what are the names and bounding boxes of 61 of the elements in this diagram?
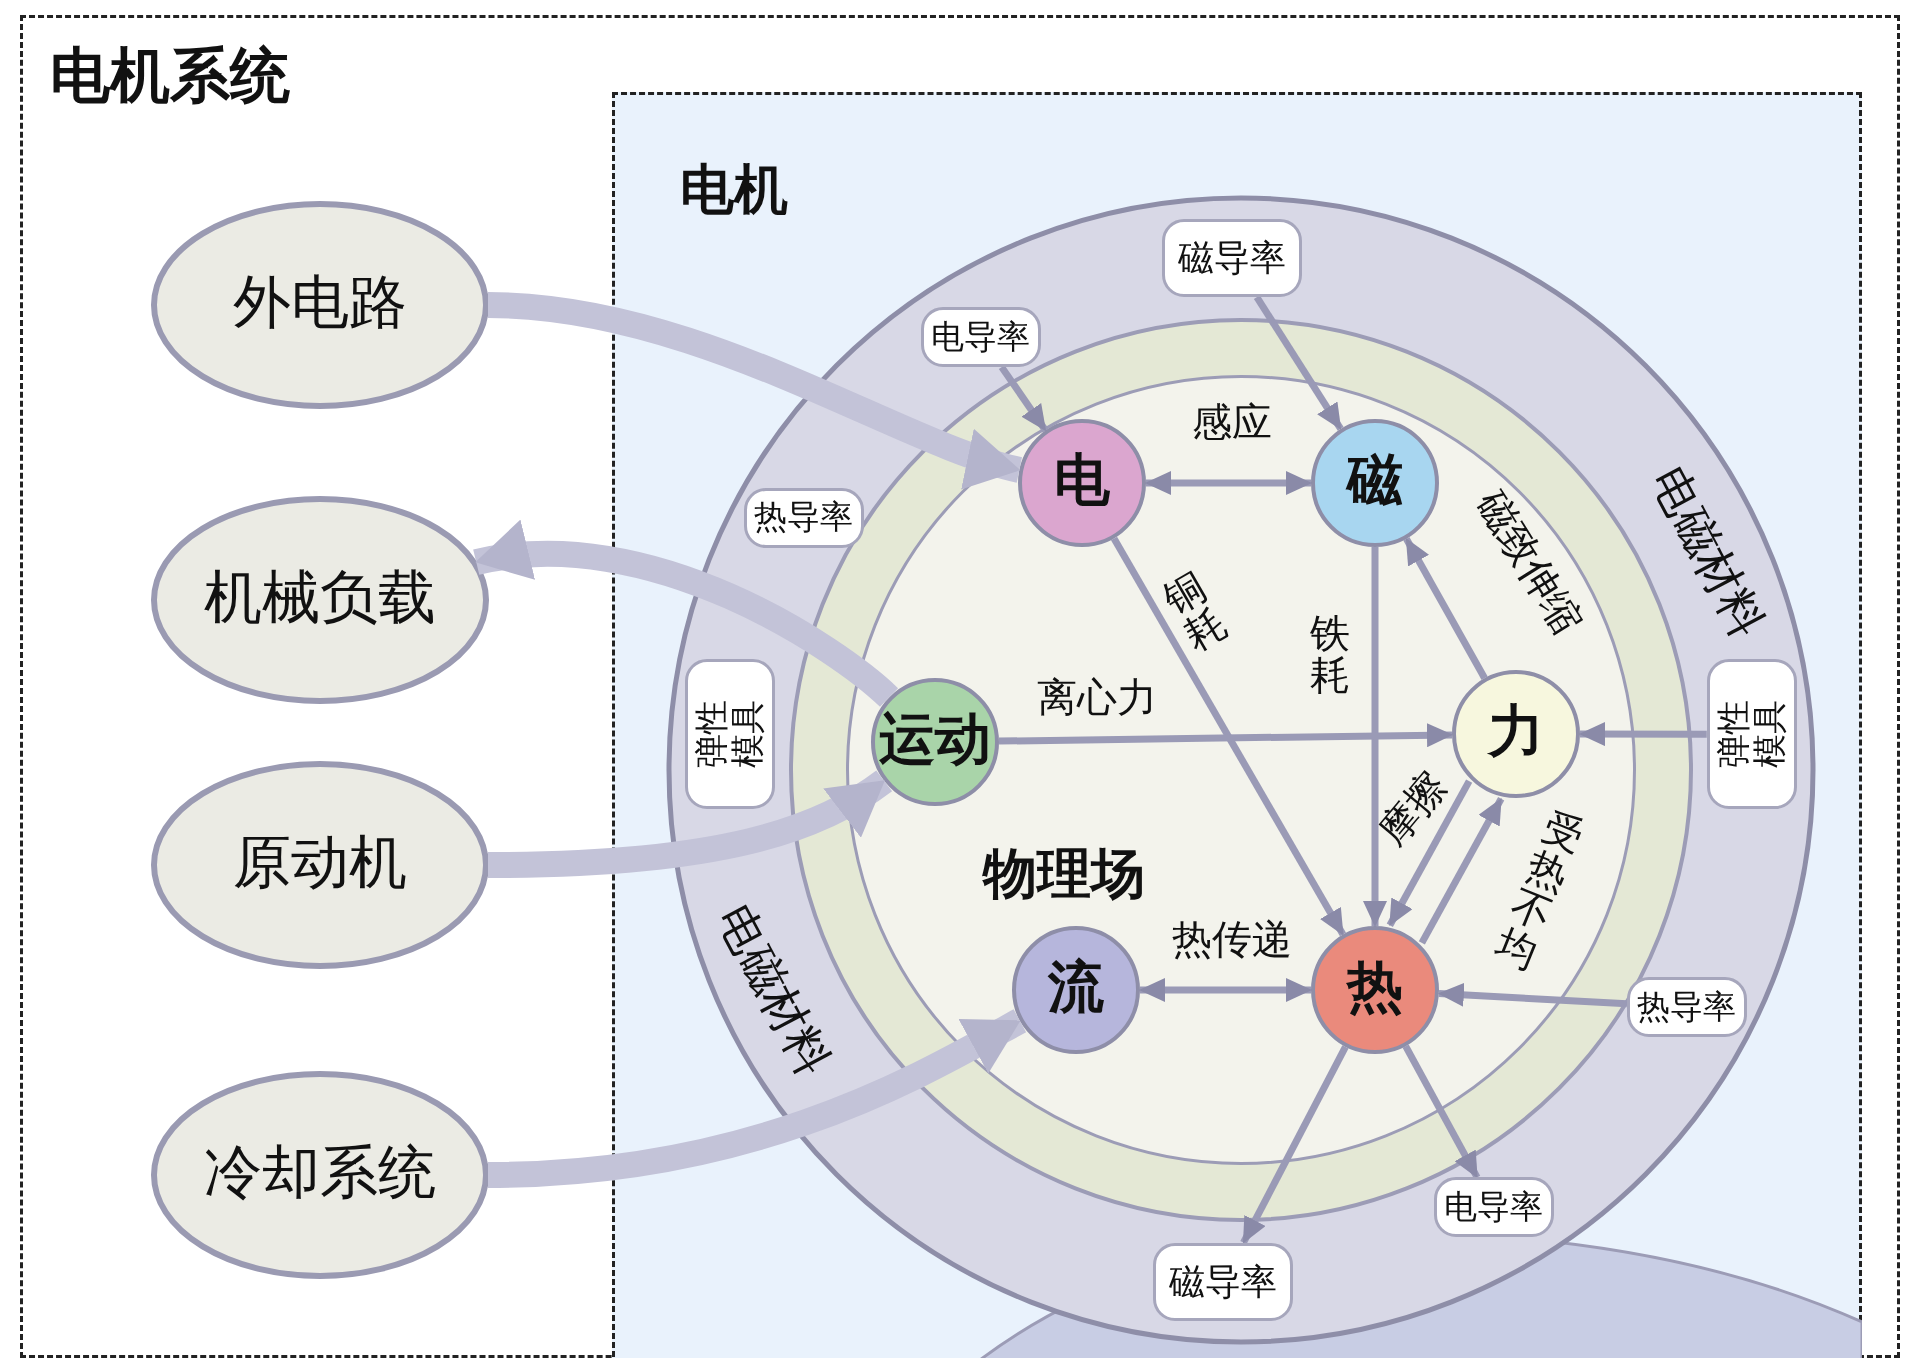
edge-label: 热传递 — [1172, 918, 1292, 960]
node-label: 运动 — [878, 708, 992, 770]
system-ellipse — [150, 1070, 490, 1280]
node-label: 冷却系统 — [203, 1141, 437, 1205]
arrow — [1402, 1044, 1481, 1179]
panel-title: 电机 — [680, 160, 788, 220]
property-label: 磁导率 — [1169, 1262, 1278, 1301]
arrow — [1418, 797, 1505, 945]
arrow — [1386, 779, 1473, 927]
motor-panel — [612, 92, 1862, 1358]
flow-arrow — [474, 523, 898, 708]
ring-label: 电磁材料 — [1642, 458, 1774, 646]
property-tag — [920, 307, 1041, 368]
flow-arrow — [487, 292, 1023, 487]
edge-label: 受热不均 — [1489, 804, 1591, 976]
edge-label: 感应 — [1192, 401, 1272, 443]
arrow — [1111, 536, 1346, 937]
arrow — [998, 723, 1453, 748]
node-label: 原动机 — [232, 831, 408, 895]
property-tag — [1433, 1177, 1554, 1238]
edge-label: 磁致伸缩 — [1469, 483, 1591, 641]
node-label: 磁 — [1344, 449, 1404, 511]
property-label: 热导率 — [1637, 989, 1737, 1025]
edge-label: 离心力 — [1037, 676, 1157, 718]
node-label: 力 — [1486, 700, 1545, 762]
system-ellipse — [150, 760, 490, 970]
property-label: 弹性模具 — [694, 699, 766, 771]
flow-arrow — [487, 770, 892, 878]
property-tag — [1162, 219, 1303, 298]
ring-label: 电磁材料 — [708, 896, 840, 1084]
property-label: 热导率 — [754, 500, 854, 535]
property-label: 磁导率 — [1178, 239, 1287, 277]
property-tag — [685, 659, 776, 810]
system-frame — [20, 14, 1900, 1358]
node-label: 机械负载 — [203, 566, 437, 630]
system-ellipse — [150, 495, 490, 705]
arrow — [1437, 982, 1628, 1008]
property-tag — [743, 487, 864, 548]
edge-label: 铁耗 — [1309, 612, 1351, 696]
property-label: 电导率 — [931, 319, 1031, 355]
property-tag — [1153, 1242, 1294, 1321]
panel-title: 电机系统 — [50, 42, 290, 108]
edge-label: 摩擦 — [1370, 763, 1454, 853]
property-tag — [1706, 659, 1797, 810]
node-label: 外电路 — [232, 271, 408, 335]
field-label: 物理场 — [983, 844, 1145, 904]
double-arrow — [1139, 978, 1312, 1002]
system-ellipse — [150, 200, 490, 410]
property-tag — [1626, 977, 1747, 1038]
property-label: 电导率 — [1444, 1190, 1543, 1225]
arrow — [1240, 1045, 1349, 1245]
double-arrow — [1145, 471, 1312, 495]
node-label: 热 — [1345, 956, 1404, 1018]
node-label: 流 — [1047, 956, 1105, 1018]
property-label: 弹性模具 — [1716, 699, 1788, 771]
arrow — [1579, 722, 1707, 747]
node-label: 电 — [1053, 449, 1111, 511]
flow-arrow — [487, 1009, 1027, 1188]
arrow — [1363, 547, 1387, 927]
edge-label: 铜耗 — [1155, 564, 1235, 658]
arrow — [1403, 537, 1488, 680]
